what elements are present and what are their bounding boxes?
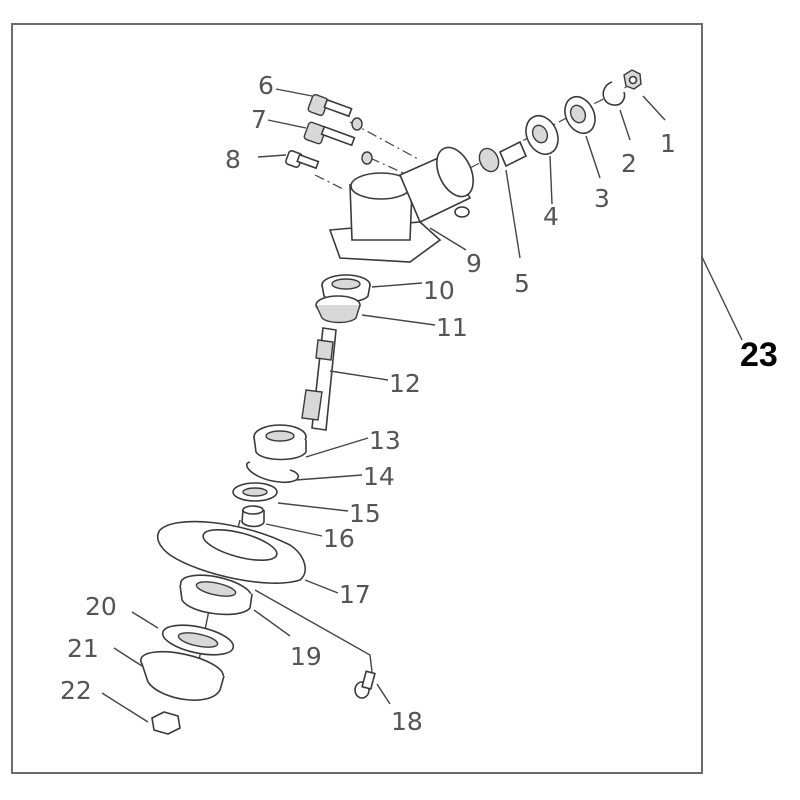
part-22-nut	[151, 711, 181, 735]
label-part-22: 22	[60, 676, 92, 705]
label-part-4: 4	[543, 202, 559, 231]
part-1-nut	[623, 69, 642, 90]
label-part-15: 15	[349, 499, 381, 528]
part-6-bolt	[307, 93, 363, 131]
label-part-18: 18	[391, 707, 423, 736]
label-part-9: 9	[466, 249, 482, 278]
leader-lines	[101, 88, 743, 723]
label-part-2: 2	[621, 149, 637, 178]
part-9-gear-housing	[328, 146, 474, 263]
label-assembly-23: 23	[740, 336, 778, 374]
part-2-circlip	[602, 81, 626, 106]
part-12-shaft	[301, 327, 337, 431]
part-3-bearing	[564, 95, 596, 135]
label-part-13: 13	[369, 426, 401, 455]
part-20-washer	[161, 624, 235, 656]
part-8-bolt	[285, 150, 320, 170]
label-part-1: 1	[660, 129, 676, 158]
part-21-cover-cap	[140, 650, 225, 701]
label-part-12: 12	[389, 369, 421, 398]
part-19-cup-washer	[179, 574, 253, 616]
label-part-8: 8	[225, 145, 241, 174]
part-14-circlip	[246, 461, 300, 484]
part-16-collar	[241, 505, 265, 528]
part-13-bearing	[253, 424, 307, 461]
part-10-bearing	[321, 274, 371, 303]
label-part-6: 6	[258, 71, 274, 100]
part-4-bearing	[525, 114, 559, 156]
part-5-pinion-gear	[478, 140, 528, 173]
diagram-frame	[11, 23, 703, 774]
part-18-screw	[354, 670, 376, 699]
label-part-11: 11	[436, 313, 468, 342]
label-part-7: 7	[251, 105, 267, 134]
part-labels: 1 2 3 4 5 6 7 8 9 10 11 12 13 14 15 16 1…	[60, 71, 778, 736]
label-part-3: 3	[594, 184, 610, 213]
part-15-washer	[232, 482, 278, 502]
label-part-10: 10	[423, 276, 455, 305]
label-part-20: 20	[85, 592, 117, 621]
label-part-16: 16	[323, 524, 355, 553]
label-part-17: 17	[339, 580, 371, 609]
part-11-bevel-gear	[315, 295, 361, 324]
part-7-bolt	[303, 121, 373, 165]
part-17-guard-plate	[156, 520, 306, 584]
label-part-19: 19	[290, 642, 322, 671]
label-part-14: 14	[363, 462, 395, 491]
label-part-5: 5	[514, 269, 530, 298]
label-part-21: 21	[67, 634, 99, 663]
